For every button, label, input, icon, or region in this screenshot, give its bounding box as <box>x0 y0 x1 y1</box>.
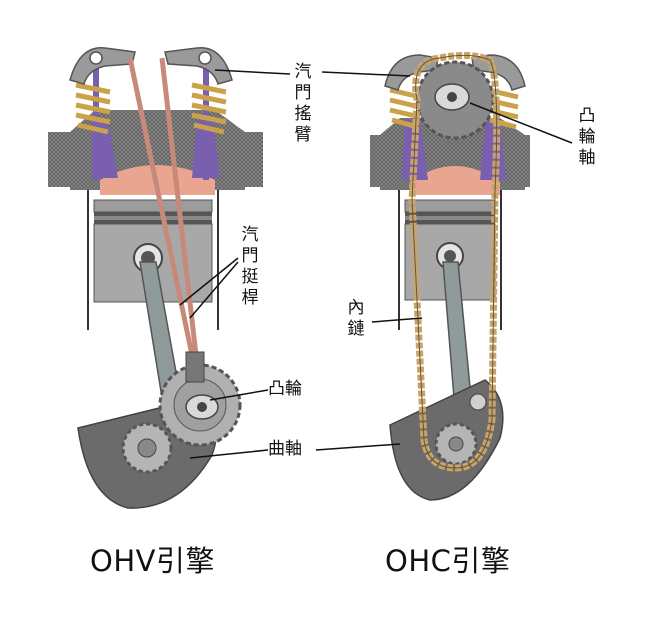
label-rocker-arm: 汽 門 搖 臂 <box>294 62 312 145</box>
leader-crankshaft <box>189 449 269 459</box>
ohc-engine <box>370 51 530 501</box>
leader-rocker-ohc <box>321 71 411 77</box>
ohv-rocker-arms <box>69 47 233 85</box>
label-crankshaft: 曲軸 <box>268 439 302 459</box>
label-camshaft: 凸 輪 軸 <box>578 106 596 168</box>
ohv-pushrods <box>127 57 205 383</box>
leader-chain <box>371 317 423 323</box>
ohc-cam-sprocket <box>415 60 495 140</box>
leader-cam-ohv <box>209 389 269 401</box>
ohv-cam-gear <box>158 363 242 447</box>
leader-rocker-ohv <box>214 69 291 75</box>
ohc-cylinder-walls <box>398 190 502 330</box>
leader-lines <box>179 69 573 459</box>
ohv-engine <box>48 47 263 509</box>
ohc-valve-springs <box>389 87 519 130</box>
ohc-timing-chain-outline <box>411 54 498 469</box>
caption-ohv: OHV引擎 <box>90 544 215 578</box>
label-pushrod: 汽 門 挺 桿 <box>241 225 259 308</box>
ohv-valve-springs <box>75 82 227 135</box>
label-chain: 內 鏈 <box>347 298 365 339</box>
ohv-cylinder-walls <box>87 190 219 330</box>
leader-camshaft <box>469 102 573 144</box>
leader-crankshaft-ohc <box>315 443 401 451</box>
caption-ohc: OHC引擎 <box>385 544 511 578</box>
leader-pushrod-a <box>179 257 239 306</box>
label-cam: 凸輪 <box>268 379 302 399</box>
ohv-crank-gear <box>121 422 173 474</box>
ohc-crank-sprocket <box>434 422 478 466</box>
ohc-crank-bearing <box>469 393 487 411</box>
leader-pushrod-b <box>189 261 239 319</box>
